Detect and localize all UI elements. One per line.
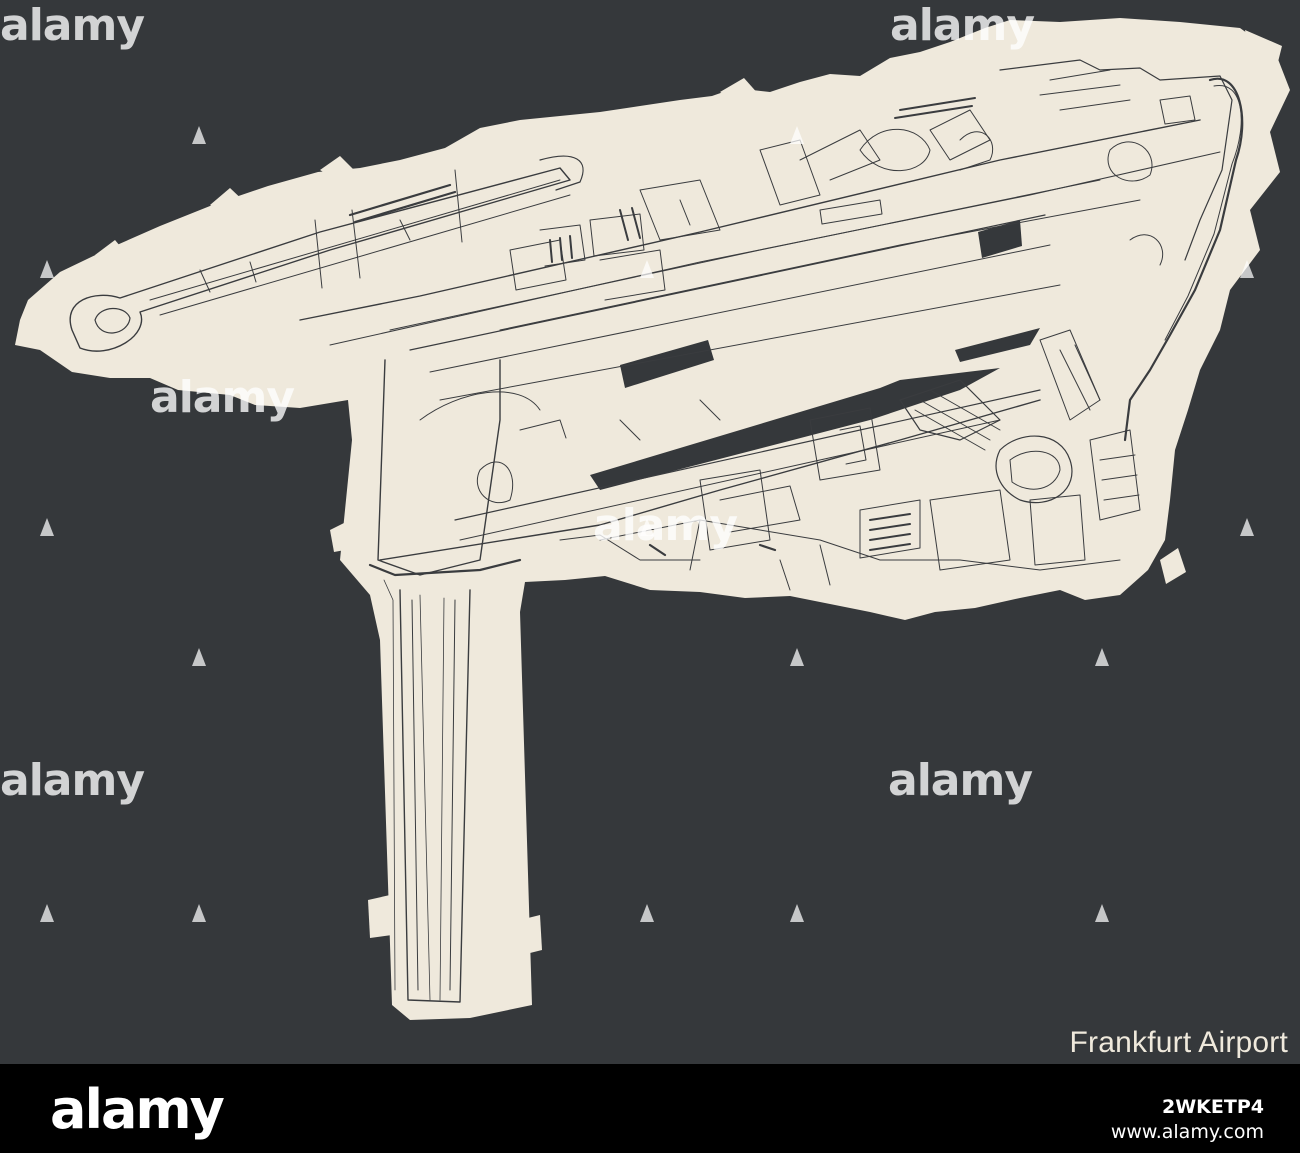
watermark-text: alamy xyxy=(890,0,1035,51)
street-network xyxy=(69,59,1244,1003)
watermark-a-mark-icon xyxy=(1095,904,1109,922)
watermark-a-mark-icon xyxy=(640,518,654,536)
watermark-a-mark-icon xyxy=(1240,260,1254,278)
stock-footer-bar xyxy=(0,1064,1300,1153)
footer-image-id: 2WKETP4 xyxy=(1162,1096,1264,1118)
watermark-a-mark-icon xyxy=(640,904,654,922)
map-title: Frankfurt Airport xyxy=(1069,1026,1288,1059)
watermark-a-mark-icon xyxy=(1240,518,1254,536)
watermark-a-mark-icon xyxy=(40,260,54,278)
watermark-a-mark-icon xyxy=(192,126,206,144)
watermark-a-mark-icon xyxy=(192,904,206,922)
watermark-a-mark-icon xyxy=(790,904,804,922)
watermark-text: alamy xyxy=(593,500,738,551)
map-panel: alamy alamy alamy alamy alamy alamy Fran… xyxy=(0,0,1300,1064)
watermark-a-mark-icon xyxy=(790,126,804,144)
watermark-a-mark-icon xyxy=(1095,648,1109,666)
watermark-a-mark-icon xyxy=(40,518,54,536)
watermark-text: alamy xyxy=(150,372,295,423)
watermark-text: alamy xyxy=(0,755,145,806)
footer-url: www.alamy.com xyxy=(1110,1121,1264,1143)
footer-logo: alamy xyxy=(50,1078,225,1141)
watermark-a-mark-icon xyxy=(192,648,206,666)
runway-holes xyxy=(590,220,1040,490)
watermark-a-mark-icon xyxy=(790,648,804,666)
watermark-text: alamy xyxy=(0,0,145,51)
watermark-text: alamy xyxy=(888,755,1033,806)
watermark-a-mark-icon xyxy=(40,904,54,922)
watermark-a-mark-icon xyxy=(640,260,654,278)
